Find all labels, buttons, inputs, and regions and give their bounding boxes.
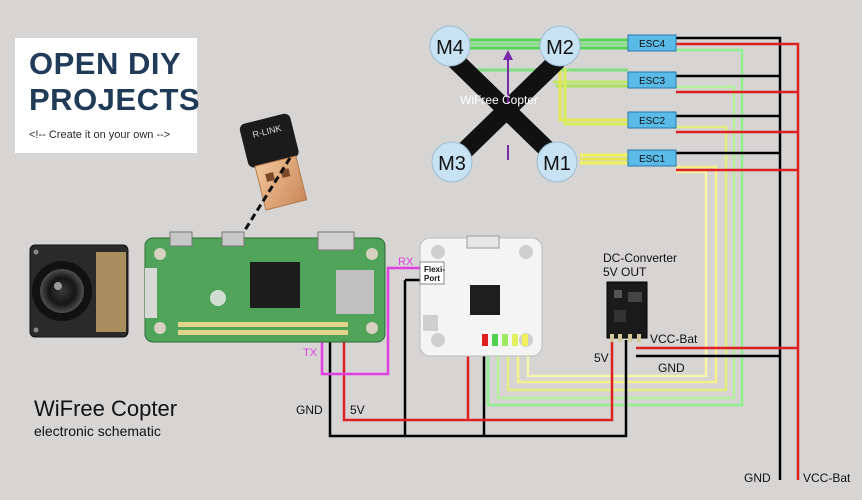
motor-m4: M4 [429, 25, 471, 67]
copter-label: WiFree Copter [460, 93, 538, 107]
rx-label: RX [398, 256, 414, 268]
esc-label: ESC2 [639, 116, 666, 127]
flight-controller [419, 235, 543, 357]
diagram-subtitle: electronic schematic [34, 423, 161, 439]
esc-label: ESC1 [639, 154, 666, 165]
dc-converter-label-line2: 5V OUT [603, 265, 647, 279]
dc-converter-label-line1: DC-Converter [603, 251, 677, 265]
camera-module [29, 244, 129, 338]
motor-m3: M3 [431, 141, 473, 183]
v5-converter-label: 5V [594, 351, 609, 365]
esc-box-esc2: ESC2 [627, 111, 677, 129]
esc-label: ESC4 [639, 39, 666, 50]
open-diy-projects-logo: OPEN DIY PROJECTS <!-- Create it on your… [15, 38, 201, 153]
copter-frame [448, 50, 565, 167]
tx-label: TX [303, 347, 318, 359]
esc-power-wires [636, 36, 800, 480]
dc-converter [606, 281, 648, 342]
esc-box-esc1: ESC1 [627, 149, 677, 167]
esc-box-esc3: ESC3 [627, 71, 677, 89]
diagram-title: WiFree Copter [34, 396, 177, 421]
raspberry-pi-zero [144, 231, 386, 343]
motor-label: M1 [543, 153, 571, 175]
gnd-left-label: GND [296, 403, 323, 417]
wifi-dongle: R-LINK [232, 113, 308, 246]
gnd-bottom-label: GND [744, 471, 771, 485]
esc-box-esc4: ESC4 [627, 34, 677, 52]
motor-label: M3 [438, 153, 466, 175]
vcc-bat-bottom-label: VCC-Bat [803, 471, 851, 485]
flexiport-label-line2: Port [424, 274, 440, 283]
board-power-wires [320, 266, 628, 438]
esc-signal-wires [486, 48, 744, 407]
vcc-bat-converter-label: VCC-Bat [650, 332, 698, 346]
motor-m1: M1 [536, 141, 578, 183]
logo-tagline: <!-- Create it on your own --> [29, 129, 171, 141]
esc-label: ESC3 [639, 76, 666, 87]
motor-label: M4 [436, 37, 464, 59]
motor-m2: M2 [539, 25, 581, 67]
logo-line-2: PROJECTS [29, 82, 201, 117]
flexiport-label-line1: Flexi- [424, 265, 445, 274]
motor-label: M2 [546, 37, 574, 59]
logo-line-1: OPEN DIY [29, 46, 182, 81]
gnd-converter-label: GND [658, 361, 685, 375]
v5-left-label: 5V [350, 403, 365, 417]
